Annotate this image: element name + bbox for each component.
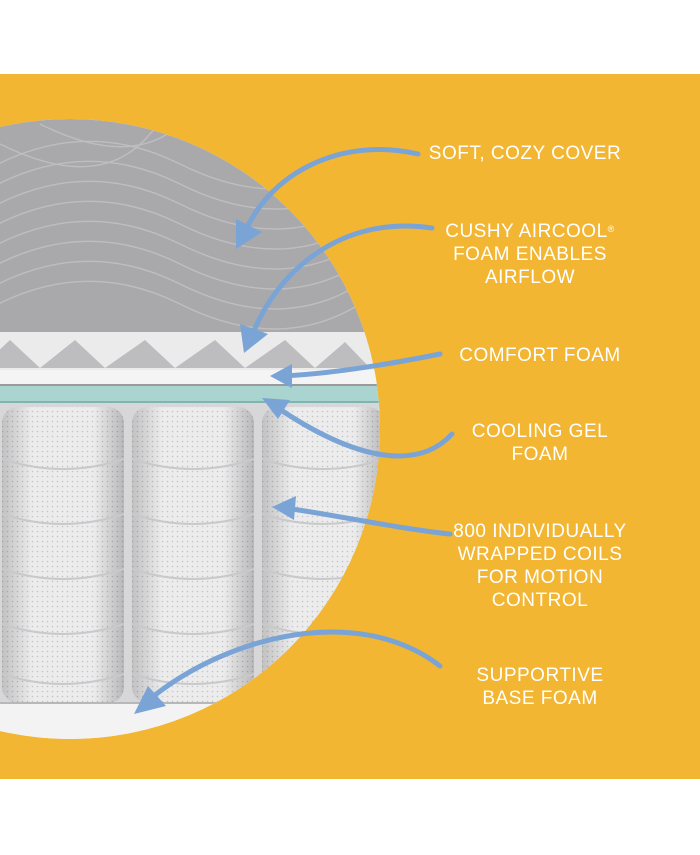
cooling-gel-foam-layer xyxy=(0,386,380,402)
arrow-comfort xyxy=(279,351,443,379)
mattress-layers-panel: Soft, cozy cover Cushy AirCool® foam ena… xyxy=(0,74,700,779)
arrow-head-icon xyxy=(240,324,268,353)
arrow-head-icon xyxy=(272,496,296,520)
arrow-head-icon xyxy=(134,686,166,714)
registered-mark: ® xyxy=(607,224,615,234)
label-aircool: Cushy AirCool® foam enables airflow xyxy=(445,221,615,288)
arrow-head-icon xyxy=(236,219,262,249)
label-cover: Soft, cozy cover xyxy=(428,143,622,164)
label-coils: 800 individually wrapped coils for motio… xyxy=(453,521,627,611)
arrow-cover xyxy=(242,147,421,235)
label-base-foam: Supportive base foam xyxy=(476,665,604,709)
arrow-gel xyxy=(272,403,455,459)
arrow-head-icon xyxy=(262,398,290,419)
aircool-foam-peaks xyxy=(0,340,370,368)
label-cooling-gel: Cooling gel foam xyxy=(471,421,609,465)
arrow-aircool xyxy=(249,223,435,339)
arrow-coils xyxy=(282,505,453,537)
arrow-head-icon xyxy=(270,364,292,388)
arrow-base xyxy=(147,629,443,702)
wrapped-coils xyxy=(2,407,380,703)
label-comfort-foam: Comfort foam xyxy=(459,345,621,366)
base-foam-layer xyxy=(0,702,380,739)
mattress-cross-section-illustration xyxy=(0,119,455,739)
